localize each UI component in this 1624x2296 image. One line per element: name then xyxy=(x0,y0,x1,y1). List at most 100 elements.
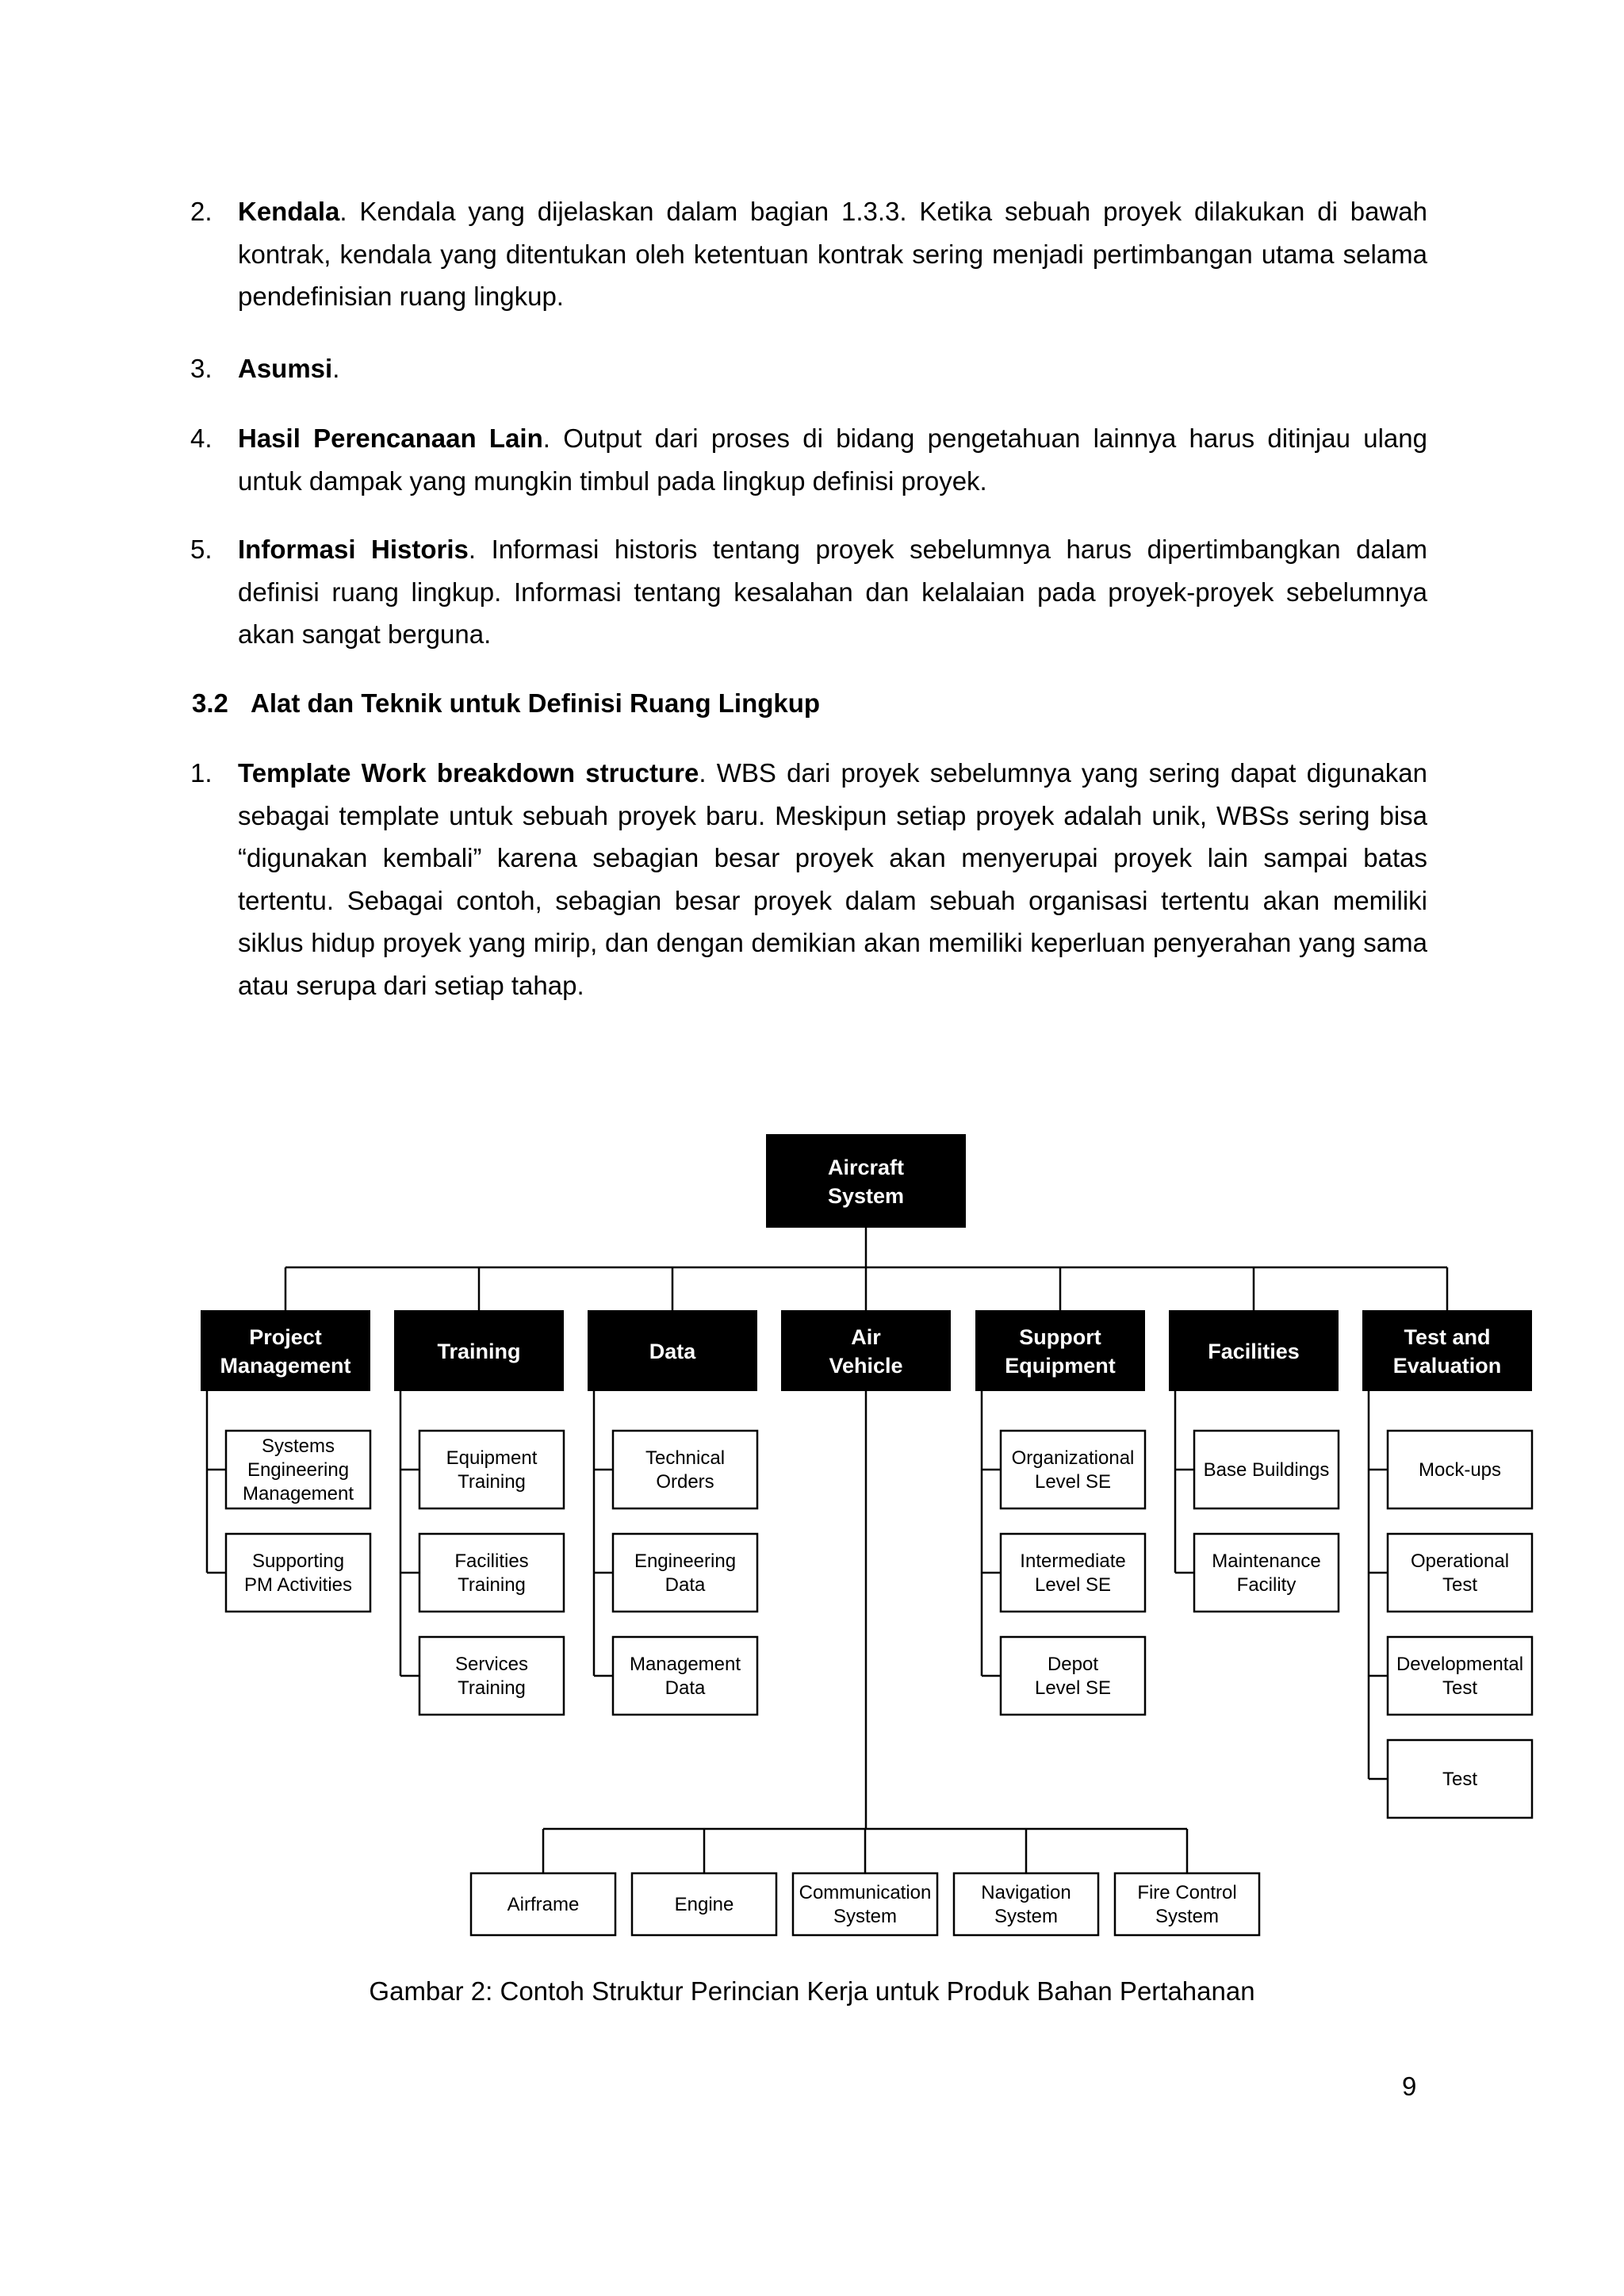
list-body: Asumsi. xyxy=(238,347,1427,390)
wbs-box-project-management-rect xyxy=(201,1310,370,1391)
wbs-box-training-rect xyxy=(394,1310,564,1391)
wbs-box-engine-rect xyxy=(630,1872,778,1937)
wbs-box-support-equipment-label: Support xyxy=(1019,1325,1101,1349)
wbs-box-maintenance-facility-label: Facility xyxy=(1237,1574,1297,1596)
wbs-box-organizational-level-se-rect xyxy=(999,1429,1147,1510)
wbs-box-operational-test-label: Operational xyxy=(1411,1550,1509,1572)
wbs-box-test: Test xyxy=(1386,1738,1534,1819)
list-item-informasi-historis: 5. Informasi Historis. Informasi histori… xyxy=(190,528,1427,656)
wbs-box-navigation-system-rect xyxy=(952,1872,1100,1937)
wbs-box-developmental-test-label: Developmental xyxy=(1396,1654,1523,1675)
wbs-box-intermediate-level-se-label: Intermediate xyxy=(1020,1550,1125,1572)
list-item-kendala: 2. Kendala. Kendala yang dijelaskan dala… xyxy=(190,190,1427,318)
wbs-box-facilities-rect xyxy=(1169,1310,1339,1391)
wbs-box-air-vehicle-label: Air xyxy=(851,1325,881,1349)
wbs-box-mock-ups-rect xyxy=(1386,1429,1534,1510)
wbs-box-operational-test-label: Test xyxy=(1442,1574,1477,1596)
list-term: Hasil Perencanaan Lain xyxy=(238,424,543,453)
wbs-box-data: Data xyxy=(588,1310,757,1391)
list-number: 1. xyxy=(190,758,213,788)
wbs-box-services-training-rect xyxy=(418,1635,565,1716)
wbs-box-facilities-training-rect xyxy=(418,1532,565,1613)
wbs-box-technical-orders-rect xyxy=(611,1429,759,1510)
wbs-box-test-label: Test xyxy=(1442,1769,1477,1790)
wbs-box-fire-control-system-rect xyxy=(1113,1872,1261,1937)
list-number: 4. xyxy=(190,424,213,453)
wbs-box-test-and-evaluation-label: Evaluation xyxy=(1393,1354,1502,1378)
wbs-box-engineering-data-label: Data xyxy=(665,1574,706,1596)
wbs-box-airframe-label: Airframe xyxy=(508,1894,580,1915)
wbs-box-airframe: Airframe xyxy=(469,1872,617,1937)
list-body: Kendala. Kendala yang dijelaskan dalam b… xyxy=(238,190,1427,318)
wbs-box-facilities-training-label: Facilities xyxy=(454,1550,528,1572)
list-number: 5. xyxy=(190,535,213,564)
figure-caption: Gambar 2: Contoh Struktur Perincian Kerj… xyxy=(369,1976,1255,2006)
wbs-box-data-rect xyxy=(588,1310,757,1391)
wbs-box-project-management-label: Management xyxy=(220,1354,350,1378)
list-text: . Output dari proses di bidang pengetahu… xyxy=(238,424,1427,496)
list-term: Asumsi xyxy=(238,354,333,383)
wbs-root-box-rect xyxy=(766,1134,966,1228)
wbs-box-organizational-level-se-label: Organizational xyxy=(1012,1447,1135,1469)
wbs-box-facilities: Facilities xyxy=(1169,1310,1339,1391)
wbs-box-management-data-label: Management xyxy=(630,1654,741,1675)
wbs-box-base-buildings-rect xyxy=(1193,1429,1340,1510)
wbs-box-depot-level-se-rect xyxy=(999,1635,1147,1716)
wbs-box-depot-level-se-label: Level SE xyxy=(1035,1677,1111,1699)
wbs-box-systems-engineering-management-label: Management xyxy=(243,1483,354,1504)
wbs-box-engine-label: Engine xyxy=(675,1894,734,1915)
wbs-root-box-label: System xyxy=(828,1184,904,1208)
wbs-box-maintenance-facility-label: Maintenance xyxy=(1212,1550,1320,1572)
wbs-box-services-training-label: Training xyxy=(458,1677,526,1699)
section-heading: 3.2 Alat dan Teknik untuk Definisi Ruang … xyxy=(192,682,820,725)
wbs-box-test-and-evaluation-rect xyxy=(1362,1310,1532,1391)
list-item-hasil-perencanaan: 4. Hasil Perencanaan Lain. Output dari p… xyxy=(190,417,1427,502)
wbs-box-technical-orders-label: Orders xyxy=(656,1471,714,1493)
wbs-box-management-data-rect xyxy=(611,1635,759,1716)
section-title: Alat dan Teknik untuk Definisi Ruang Lin… xyxy=(251,688,821,718)
wbs-box-supporting-pm-activities-rect xyxy=(224,1532,372,1613)
wbs-box-operational-test-rect xyxy=(1386,1532,1534,1613)
wbs-box-supporting-pm-activities-label: Supporting xyxy=(252,1550,344,1572)
section-number: 3.2 xyxy=(192,688,228,718)
wbs-box-developmental-test-label: Test xyxy=(1442,1677,1477,1699)
wbs-box-navigation-system-label: System xyxy=(994,1906,1058,1927)
wbs-box-mock-ups: Mock-ups xyxy=(1386,1429,1534,1510)
list-term: Template Work breakdown structure xyxy=(238,758,699,788)
wbs-box-depot-level-se-label: Depot xyxy=(1048,1654,1098,1675)
wbs-box-intermediate-level-se-label: Level SE xyxy=(1035,1574,1111,1596)
list-body: Hasil Perencanaan Lain. Output dari pros… xyxy=(238,417,1427,502)
list-item-asumsi: 3. Asumsi. xyxy=(190,347,1427,390)
wbs-box-support-equipment-label: Equipment xyxy=(1005,1354,1116,1378)
list-text: . Kendala yang dijelaskan dalam bagian 1… xyxy=(238,197,1427,311)
list-term: Informasi Historis xyxy=(238,535,469,564)
wbs-box-support-equipment-rect xyxy=(975,1310,1145,1391)
wbs-box-test-and-evaluation-label: Test and xyxy=(1404,1325,1490,1349)
wbs-box-technical-orders-label: Technical xyxy=(645,1447,725,1469)
wbs-box-services-training-label: Services xyxy=(455,1654,528,1675)
wbs-box-project-management-label: Project xyxy=(249,1325,322,1349)
wbs-box-fire-control-system-label: Fire Control xyxy=(1137,1882,1236,1903)
wbs-box-organizational-level-se-label: Level SE xyxy=(1035,1471,1111,1493)
wbs-box-facilities-training-label: Training xyxy=(458,1574,526,1596)
list-text: . xyxy=(332,354,340,383)
wbs-box-test-rect xyxy=(1386,1738,1534,1819)
wbs-box-air-vehicle-rect xyxy=(781,1310,951,1391)
wbs-box-management-data-label: Data xyxy=(665,1677,706,1699)
